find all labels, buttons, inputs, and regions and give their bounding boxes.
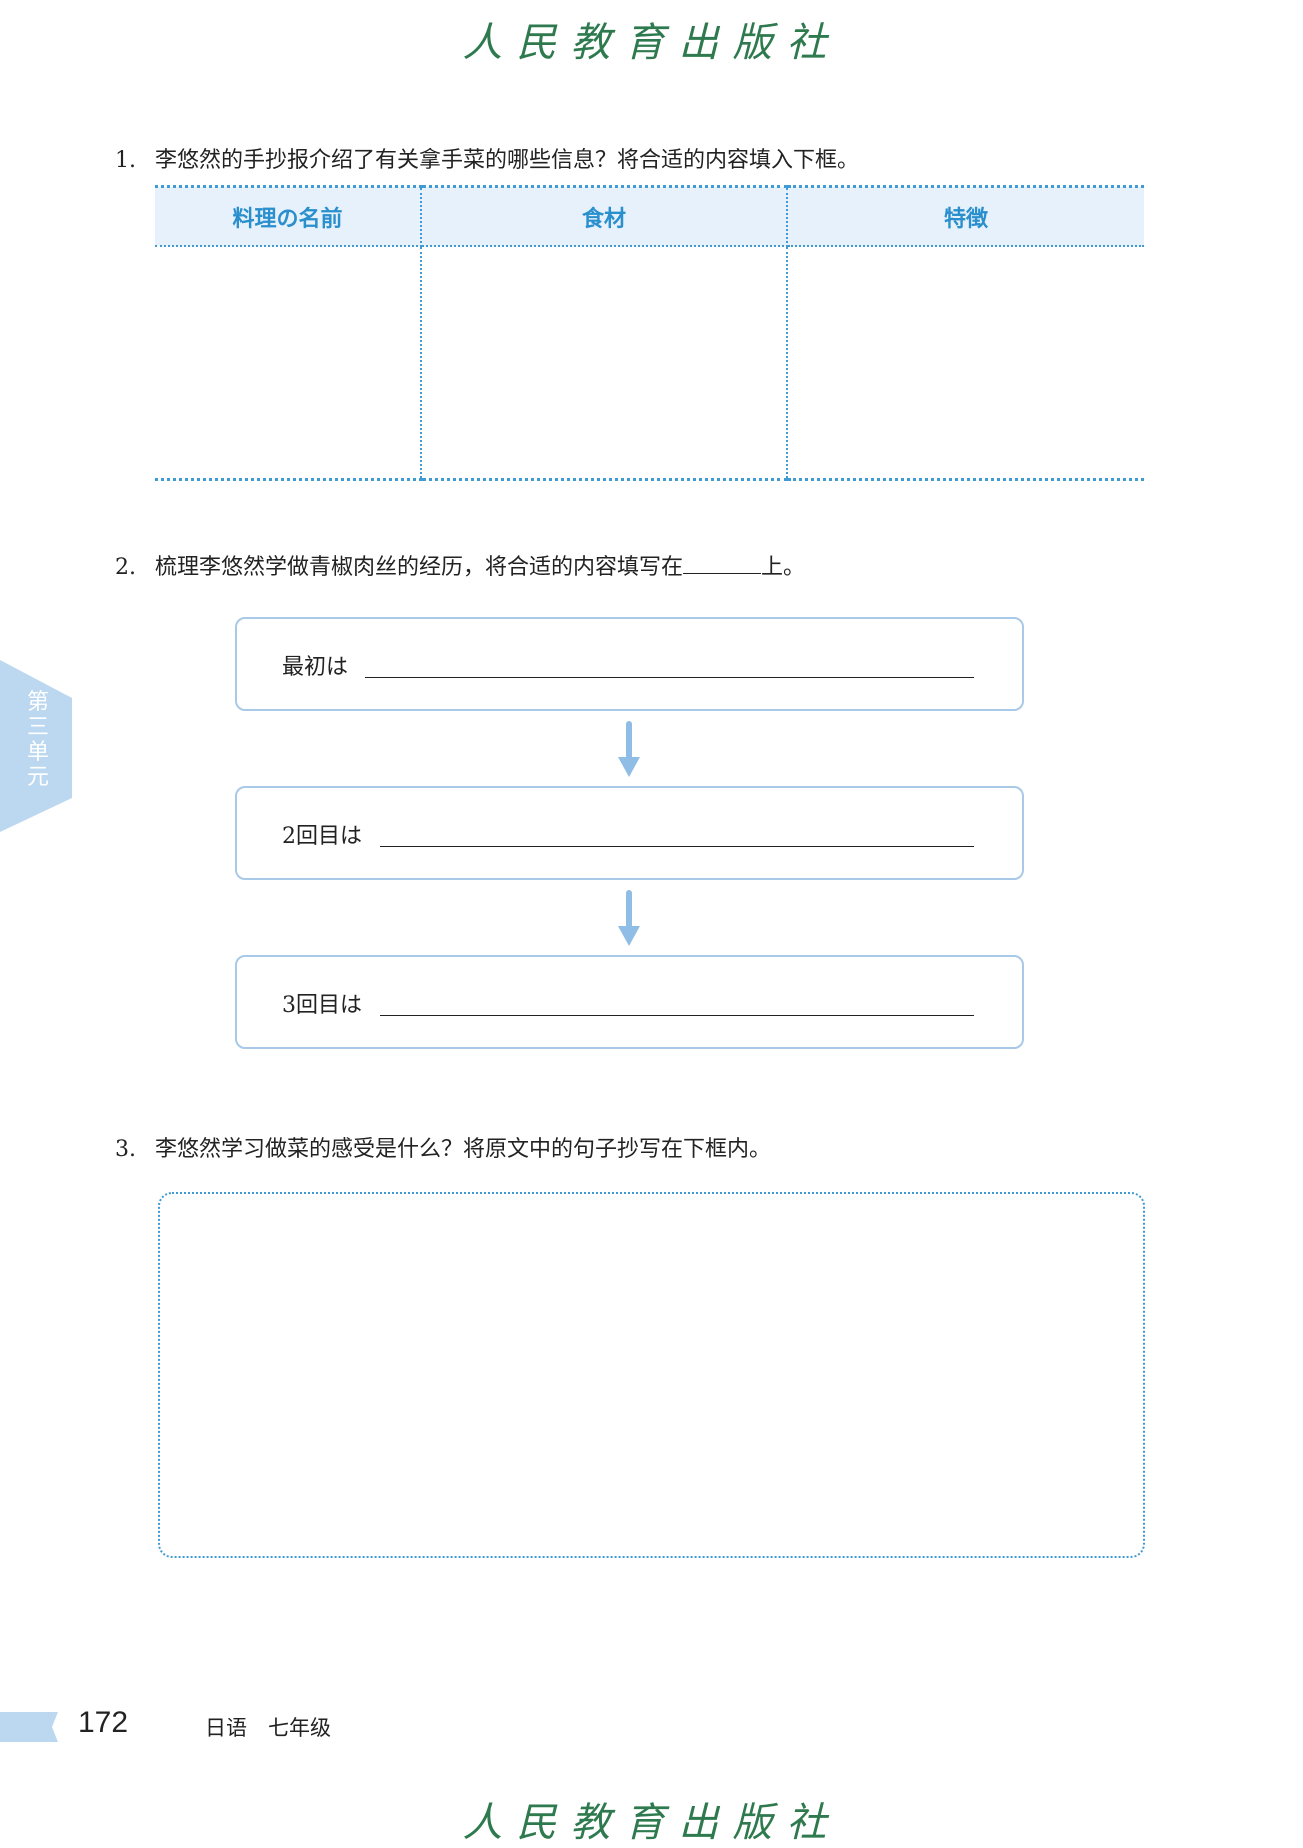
column-header-ingredients: 食材 [420, 185, 788, 247]
page-marker-bar [0, 1712, 58, 1742]
step-label-first: 最初は [282, 655, 349, 680]
answer-line-second[interactable] [380, 846, 974, 847]
question-3-text: 李悠然学习做菜的感受是什么？将原文中的句子抄写在下框内。 [155, 1137, 772, 1162]
question-2: 2. 梳理李悠然学做青椒肉丝的经历，将合适的内容填写在 上。 [115, 549, 805, 581]
question-2-text-end: 上。 [761, 555, 806, 580]
answer-cell-dish-name[interactable] [155, 245, 422, 481]
step-box-second: 2回目は [235, 786, 1024, 880]
question-3-number: 3. [115, 1137, 136, 1162]
down-arrow-icon [618, 721, 640, 777]
info-table: 料理の名前 食材 特徴 [155, 185, 1144, 481]
question-1-text: 李悠然的手抄报介绍了有关拿手菜的哪些信息？将合适的内容填入下框。 [155, 148, 860, 173]
table-answer-row [155, 245, 1144, 481]
step-box-third: 3回目は [235, 955, 1024, 1049]
page-number: 172 [78, 1706, 129, 1739]
publisher-logo-bottom: 人民教育出版社 [462, 1800, 841, 1846]
answer-cell-features[interactable] [786, 245, 1144, 481]
question-1: 1. 李悠然的手抄报介绍了有关拿手菜的哪些信息？将合适的内容填入下框。 [115, 142, 859, 174]
answer-line-first[interactable] [365, 677, 974, 678]
column-header-dish-name: 料理の名前 [155, 185, 422, 247]
down-arrow-icon [618, 890, 640, 946]
step-label-second: 2回目は [282, 824, 362, 849]
table-header-row: 料理の名前 食材 特徴 [155, 185, 1144, 247]
publisher-logo-top: 人民教育出版社 [462, 20, 841, 66]
inline-blank [683, 553, 762, 574]
side-tab-label: 第三单元 [26, 690, 49, 790]
answer-cell-ingredients[interactable] [420, 245, 788, 481]
question-3: 3. 李悠然学习做菜的感受是什么？将原文中的句子抄写在下框内。 [115, 1131, 771, 1163]
question-1-number: 1. [115, 148, 136, 173]
step-label-third: 3回目は [282, 993, 362, 1018]
column-header-features: 特徴 [786, 185, 1144, 247]
unit-side-tab: 第三单元 [0, 660, 72, 832]
side-tab-shape [0, 660, 72, 832]
step-box-first: 最初は [235, 617, 1024, 711]
question-2-number: 2. [115, 555, 136, 580]
answer-box-feelings[interactable] [158, 1192, 1145, 1558]
answer-line-third[interactable] [380, 1015, 974, 1016]
book-subject: 日语 七年级 [205, 1716, 331, 1740]
question-2-text: 梳理李悠然学做青椒肉丝的经历，将合适的内容填写在 [155, 555, 684, 580]
